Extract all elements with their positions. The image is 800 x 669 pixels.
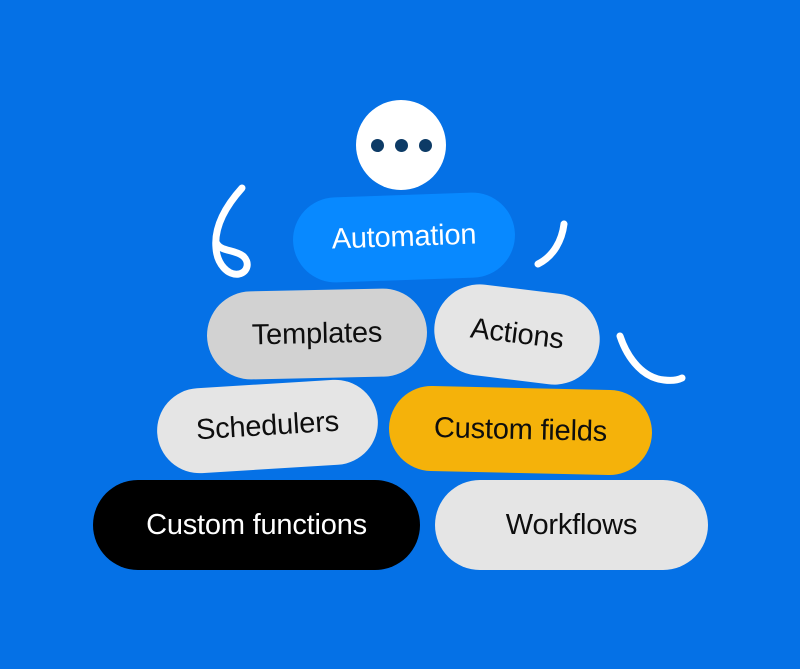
pill-custom-functions[interactable]: Custom functions (93, 480, 420, 570)
pill-custom-fields[interactable]: Custom fields (388, 385, 653, 476)
pill-custom-functions-label: Custom functions (146, 508, 367, 541)
pill-schedulers-label: Schedulers (195, 405, 340, 447)
squiggle-loop-icon (212, 184, 251, 278)
ellipsis-dot-1 (370, 138, 384, 152)
pill-templates[interactable]: Templates (206, 287, 428, 381)
pill-workflows-label: Workflows (505, 508, 638, 541)
pill-custom-fields-label: Custom fields (433, 412, 608, 448)
pill-automation[interactable]: Automation (291, 191, 517, 284)
ellipsis-badge[interactable] (356, 100, 446, 190)
squiggle-hook-icon (534, 220, 568, 268)
pill-workflows[interactable]: Workflows (435, 480, 708, 570)
squiggle-swoop-icon (616, 332, 686, 384)
pill-actions[interactable]: Actions (429, 279, 605, 390)
pill-schedulers[interactable]: Schedulers (154, 377, 381, 476)
ellipsis-dot-2 (394, 138, 408, 152)
pill-automation-label: Automation (331, 218, 477, 256)
pill-templates-label: Templates (251, 316, 383, 351)
ellipsis-dot-3 (418, 138, 432, 152)
pill-actions-label: Actions (468, 312, 566, 356)
